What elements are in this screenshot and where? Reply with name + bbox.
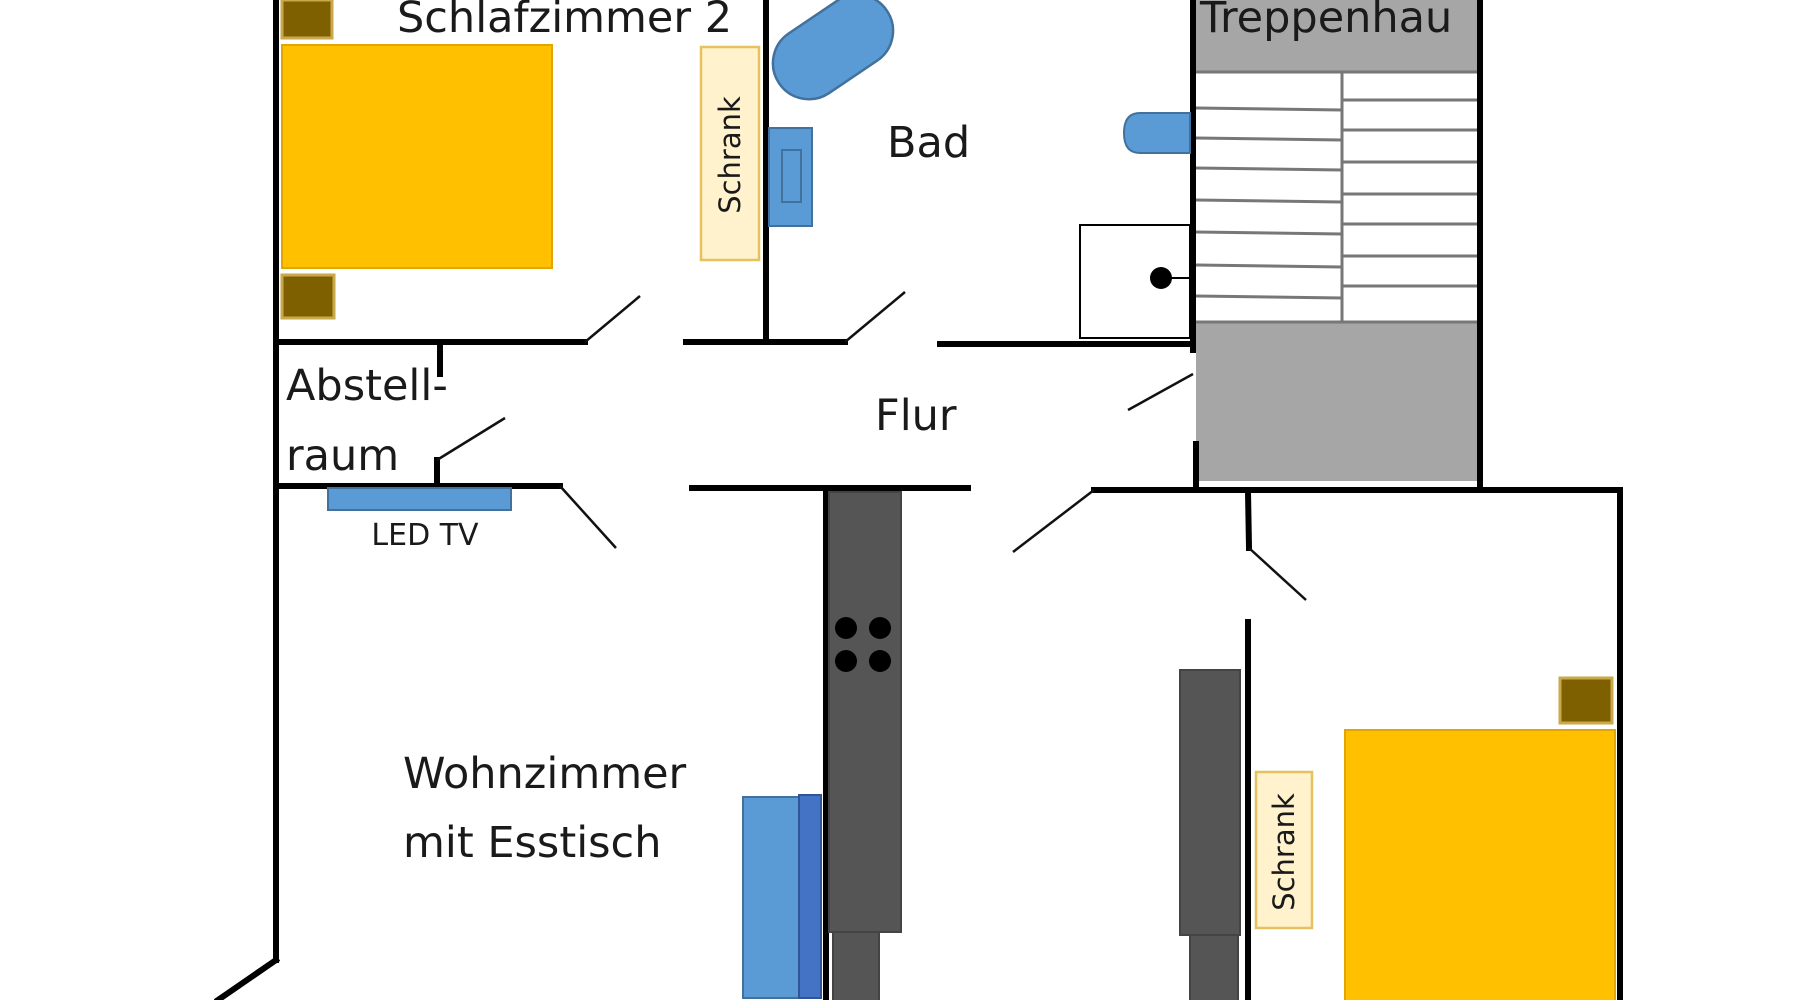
dresser-lower — [1189, 934, 1239, 1000]
sofa-back — [798, 794, 822, 999]
bed-bedroom-2 — [281, 44, 553, 269]
room-label-treppenhaus: Treppenhau — [1199, 0, 1452, 43]
wardrobe-bedroom-2 — [699, 45, 761, 262]
stove-burner — [835, 617, 857, 639]
shower-drain — [1150, 267, 1172, 289]
kitchen-counter — [828, 491, 902, 933]
stove-burner — [869, 650, 891, 672]
bathtub — [771, 0, 895, 101]
doors — [436, 291, 1307, 601]
wardrobe-bedroom-1 — [1254, 770, 1314, 930]
sink-basin — [781, 149, 802, 203]
toilet — [1122, 112, 1191, 154]
wardrobe-label-left: Schrank — [713, 96, 747, 214]
tv-label: LED TV — [371, 518, 479, 553]
room-label-flur: Flur — [875, 391, 957, 441]
nightstand-top — [280, 0, 334, 40]
stairwell-header-area — [1193, 0, 1478, 72]
room-label-bad: Bad — [887, 118, 970, 168]
room-label-wohnzimmer-2: mit Esstisch — [403, 818, 661, 868]
shower-box — [1079, 224, 1191, 339]
tv-stand — [327, 487, 512, 511]
wardrobe-label-right: Schrank — [1267, 793, 1301, 911]
stove-burner — [869, 617, 891, 639]
kitchen-counter-lower — [832, 931, 880, 1000]
room-label-wohnzimmer-1: Wohnzimmer — [403, 749, 687, 799]
room-label-schlafzimmer-2: Schlafzimmer 2 — [397, 0, 732, 43]
dresser — [1179, 669, 1241, 936]
nightstand-bedroom-1 — [1558, 676, 1614, 725]
nightstand-bottom — [280, 273, 336, 320]
stove-burner — [835, 650, 857, 672]
stairwell-landing-area — [1196, 323, 1478, 481]
sofa — [742, 796, 804, 999]
bed-bedroom-1 — [1344, 729, 1616, 1000]
room-label-abstellraum-2: raum — [286, 431, 399, 481]
room-label-abstellraum-1: Abstell- — [286, 361, 448, 411]
staircase — [1195, 70, 1478, 324]
walls — [213, 0, 1623, 1000]
